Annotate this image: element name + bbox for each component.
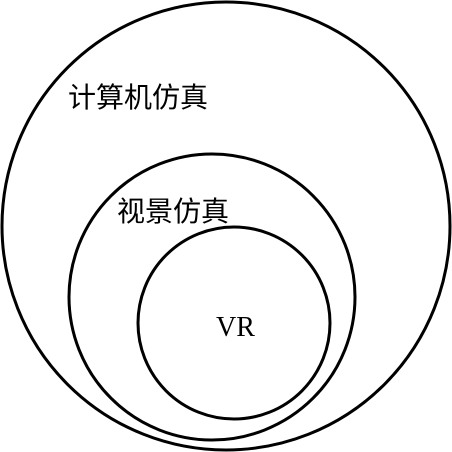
outer-circle-label: 计算机仿真 [68, 81, 208, 114]
middle-circle-visual-simulation [67, 152, 357, 442]
inner-circle-label: VR [216, 312, 255, 343]
inner-circle-vr [136, 225, 332, 421]
middle-circle-label: 视景仿真 [117, 195, 229, 228]
